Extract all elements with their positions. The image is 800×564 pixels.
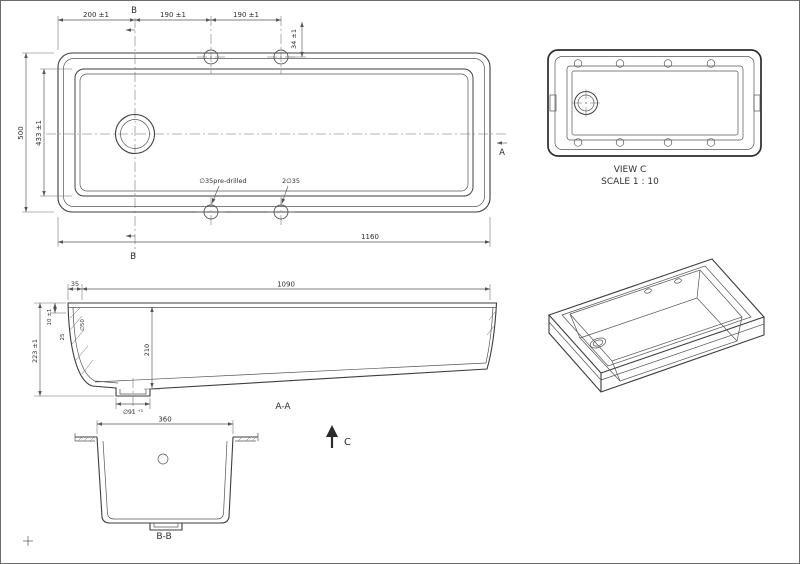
view-c-drain-boss	[572, 89, 600, 117]
section-bb: 360 B-B	[74, 416, 259, 542]
iso-rim-outer	[548, 258, 765, 374]
dim-433-label: 433 ±1	[35, 120, 43, 146]
iso-bowl-walls	[569, 269, 743, 382]
plan-centerlines	[46, 16, 508, 258]
view-c-mount-holes	[573, 59, 716, 147]
view-c-outline	[547, 49, 762, 157]
dim-91-label: ∅91 ⁺¹	[123, 409, 144, 416]
iso-bowl-floor	[579, 297, 738, 382]
direction-c-label: C	[344, 437, 351, 448]
sheet-registration-mark	[23, 536, 33, 546]
view-direction-c: C	[326, 425, 351, 448]
section-aa-dimensions	[34, 284, 491, 409]
dim-223-label: 223 ±1	[31, 339, 39, 363]
section-aa: 35 1090 10 ±1 ∅50 25 223 ±1 210 ∅91 ⁺¹ A…	[31, 280, 498, 416]
dim-190-2-label: 190 ±1	[233, 11, 259, 19]
section-aa-hatching	[69, 307, 496, 375]
dim-35-label: 35	[71, 280, 79, 288]
section-bb-profile	[74, 433, 259, 531]
note-predrilled-label: ∅35pre-drilled	[199, 177, 246, 185]
note-two-holes-label: 2∅35	[282, 177, 300, 185]
dim-1160-label: 1160	[361, 233, 379, 241]
plan-outline	[57, 52, 491, 213]
dim-25-label: 25	[60, 333, 66, 340]
section-bb-caption: B-B	[156, 532, 171, 542]
view-c-title: VIEW C	[614, 165, 647, 175]
section-b-top-label: B	[131, 6, 137, 16]
plan-tap-holes	[203, 49, 289, 220]
section-bb-dimensions	[96, 420, 234, 434]
iso-outer-walls	[548, 315, 765, 393]
dim-210-label: 210	[143, 344, 151, 356]
view-c: VIEW C SCALE 1 : 10	[547, 49, 762, 187]
iso-tap-hole-marks	[644, 278, 682, 294]
view-c-scale: SCALE 1 : 10	[601, 177, 659, 187]
plan-leader-notes	[211, 185, 289, 204]
plan-dimensions	[22, 16, 507, 247]
c-arrow-icon	[326, 425, 338, 437]
dim-190-1-label: 190 ±1	[160, 11, 186, 19]
plan-drain	[114, 113, 156, 155]
dim-10-label: 10 ±1	[47, 309, 53, 326]
dim-200-label: 200 ±1	[83, 11, 109, 19]
dim-50-label: ∅50	[80, 319, 86, 331]
plan-view: 200 ±1 190 ±1 190 ±1 B 34 ±1 500 433 ±1 …	[17, 6, 508, 262]
section-bb-hatching	[77, 436, 257, 442]
iso-rim-inner	[561, 265, 752, 367]
dim-360-label: 360	[158, 416, 171, 424]
dim-34-label: 34 ±1	[290, 29, 298, 49]
dim-500-label: 500	[17, 126, 25, 139]
dim-1090-label: 1090	[277, 281, 295, 289]
iso-bowl-opening	[569, 269, 743, 362]
section-aa-caption: A-A	[275, 402, 291, 412]
section-a-label: A	[499, 148, 505, 158]
section-aa-profile	[67, 302, 498, 412]
section-b-bottom-label: B	[130, 252, 136, 262]
iso-drain	[589, 337, 607, 349]
isometric-view	[548, 258, 765, 393]
